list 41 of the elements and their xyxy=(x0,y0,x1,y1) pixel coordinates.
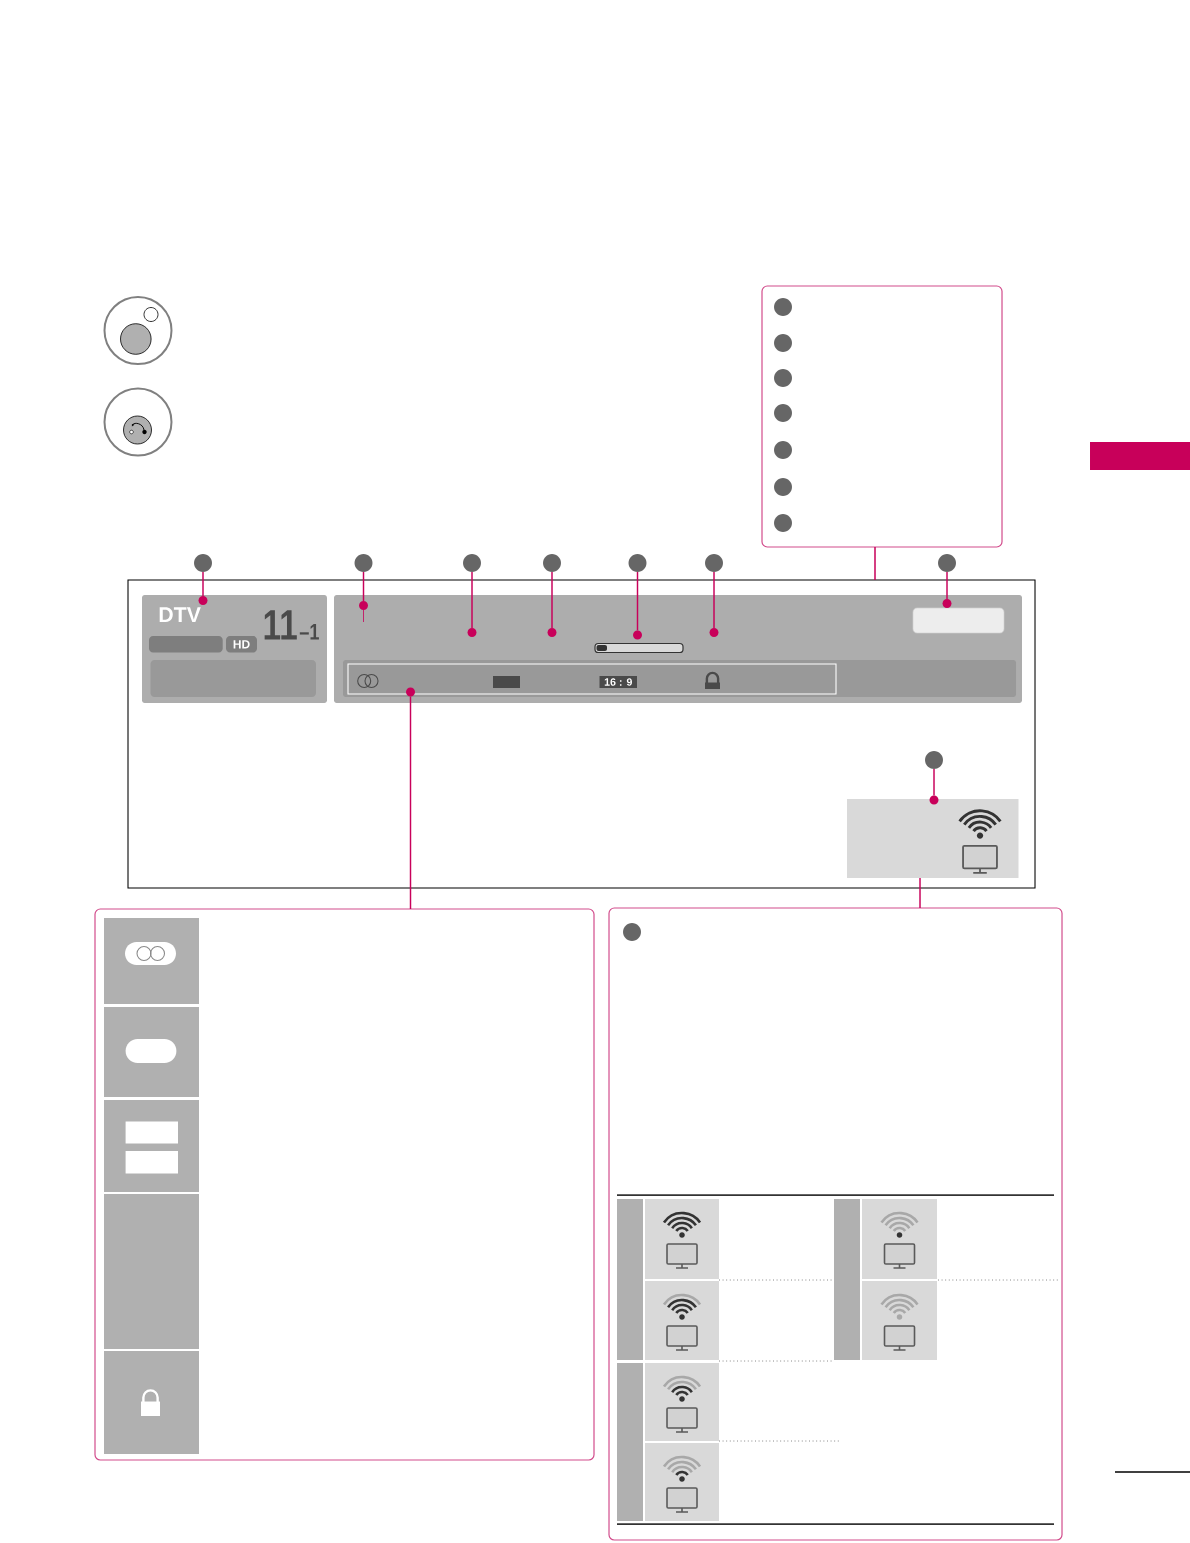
leader-line xyxy=(874,546,876,581)
callout-dot xyxy=(623,923,641,941)
leader-line xyxy=(409,695,412,910)
callout-dot xyxy=(463,554,481,572)
progress-bar xyxy=(594,642,684,654)
status-box xyxy=(912,607,1005,634)
side-bar xyxy=(617,1199,643,1360)
leader-line xyxy=(713,571,715,629)
hd-badge: HD xyxy=(226,636,257,653)
callout-dot xyxy=(774,334,792,352)
callout-dot xyxy=(705,554,723,572)
callout-dot xyxy=(774,298,792,316)
section-tab xyxy=(1090,442,1190,470)
callout-dot xyxy=(628,554,647,572)
callout-dot xyxy=(774,369,792,387)
leader-line xyxy=(919,877,921,909)
callout-dot xyxy=(925,751,943,769)
leader-line xyxy=(636,571,639,632)
callout-dot xyxy=(354,554,373,572)
leader-line xyxy=(202,571,204,597)
callout-dot xyxy=(774,441,792,459)
callout-dot xyxy=(774,514,792,532)
side-bar xyxy=(834,1199,860,1360)
leader-line xyxy=(551,571,553,629)
leader-dot xyxy=(359,601,368,623)
callout-dot xyxy=(543,554,561,572)
callout-dot xyxy=(194,554,212,572)
leader-line xyxy=(471,571,473,629)
leader-line xyxy=(946,571,948,600)
leader-line xyxy=(933,768,935,797)
source-label: DTV xyxy=(159,607,201,622)
callout-box xyxy=(761,285,1003,548)
signal-panel xyxy=(847,799,1019,878)
callout-dot xyxy=(774,404,792,422)
callout-dot xyxy=(938,554,956,572)
aspect-ratio-badge: 16 : 9 xyxy=(599,676,637,688)
side-bar xyxy=(617,1363,643,1521)
channel-number: 11–1 xyxy=(264,610,319,640)
leader-line xyxy=(362,571,365,602)
icon-strip xyxy=(347,663,837,695)
callout-dot xyxy=(774,478,792,496)
